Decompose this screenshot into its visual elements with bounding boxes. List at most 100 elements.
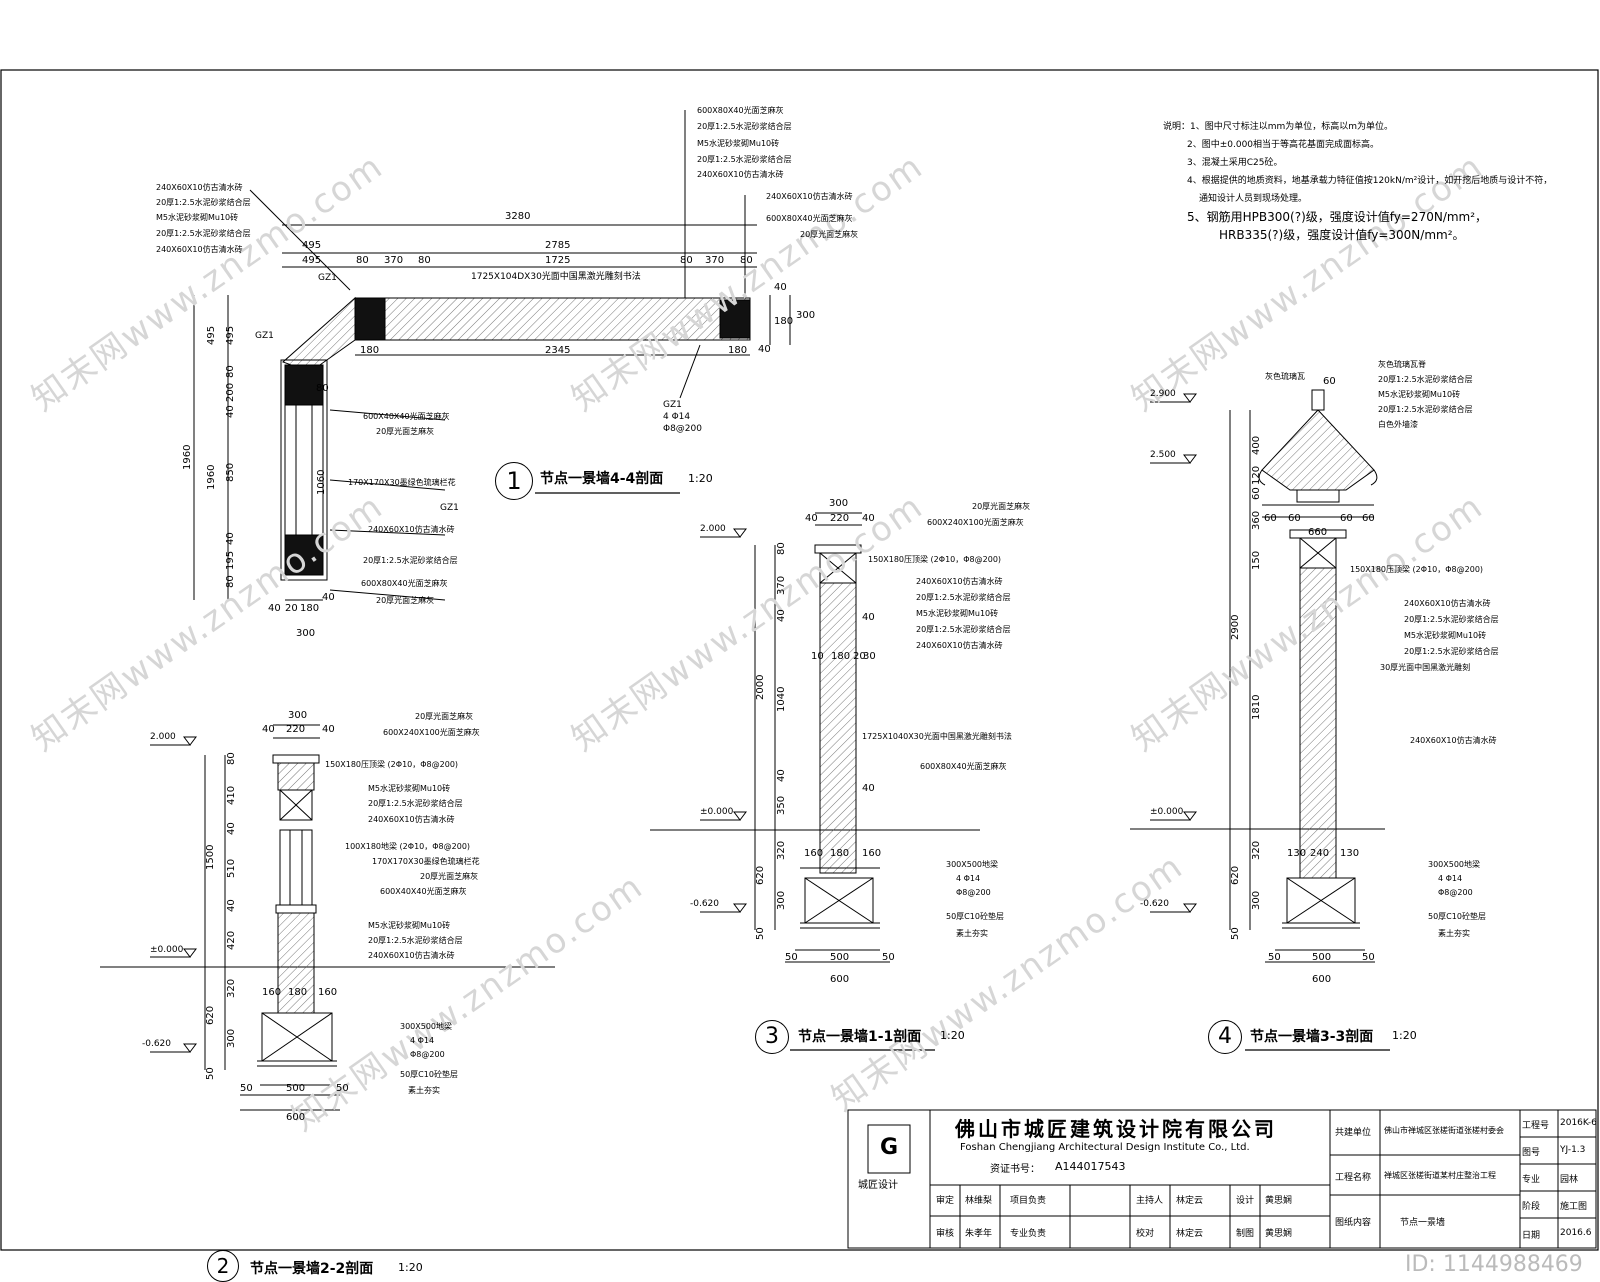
section-3-title: 节点一景墙1-1剖面	[798, 1029, 922, 1045]
section-4-elevation	[1130, 389, 1385, 963]
dim: 1040	[776, 686, 787, 712]
callout: M5水泥砂浆砌Mu10砖	[916, 609, 999, 618]
dim: 360	[1251, 510, 1262, 530]
dim: 600	[1312, 974, 1332, 985]
callout: 600X80X40光面芝麻灰	[361, 579, 448, 588]
dim: 20	[853, 651, 866, 662]
dim: 50	[785, 952, 798, 963]
dim: 620	[755, 865, 766, 885]
callout: 30厚光面中国黑激光雕刻	[1380, 663, 1471, 672]
dim: 40	[262, 724, 275, 735]
dim: 620	[205, 1005, 216, 1025]
section-2-scale: 1:20	[398, 1261, 423, 1274]
dim: 40	[225, 405, 236, 418]
callout: 素土夯实	[408, 1086, 440, 1095]
dim: 2345	[545, 345, 571, 356]
dim: 500	[286, 1083, 306, 1094]
callout: 600X80X40光面芝麻灰	[766, 214, 853, 223]
section-3-scale: 1:20	[940, 1029, 965, 1042]
dim: 60	[1288, 513, 1301, 524]
section-3-elevation	[650, 512, 980, 963]
dim: 220	[286, 724, 306, 735]
dim: 80	[316, 383, 329, 394]
meta-value: YJ-1.3	[1560, 1145, 1586, 1155]
dim: 50	[1230, 927, 1241, 940]
dim: 40	[225, 532, 236, 545]
company-logo-icon: G	[880, 1135, 899, 1160]
callout: 20厚1:2.5水泥砂浆结合层	[916, 625, 1011, 634]
level-markers	[150, 393, 1197, 1053]
dim: 80	[356, 255, 369, 266]
callout: 20厚1:2.5水泥砂浆结合层	[156, 198, 251, 207]
dim: 410	[226, 785, 237, 805]
dim: 130	[1287, 848, 1307, 859]
callout: 20厚1:2.5水泥砂浆结合层	[368, 936, 463, 945]
image-id-text: ID: 1144988469	[1405, 1252, 1583, 1277]
role-name: 黄思娴	[1265, 1229, 1293, 1239]
tb-value: 节点一景墙	[1400, 1218, 1446, 1228]
note-line: 说明：1、图中尺寸标注以mm为单位，标高以m为单位。	[1163, 122, 1394, 132]
callout: 20厚1:2.5水泥砂浆结合层	[1404, 615, 1499, 624]
callout: 100X180地梁 (2Φ10，Φ8@200)	[345, 842, 471, 851]
dim: 160	[804, 848, 824, 859]
design-notes: 说明：1、图中尺寸标注以mm为单位，标高以m为单位。 2、图中±0.000相当于…	[1163, 118, 1552, 244]
callout: 20厚1:2.5水泥砂浆结合层	[156, 229, 251, 238]
dim: 10	[811, 651, 824, 662]
callout: 20厚光面芝麻灰	[972, 502, 1031, 511]
section-3-number: 3	[755, 1020, 789, 1054]
title-block	[847, 1109, 1597, 1249]
note-line: 4、根据提供的地质资料，地基承载力特征值按120kN/m²设计，如开挖后地质与设…	[1187, 176, 1553, 186]
callout: 300X500地梁	[1428, 860, 1481, 869]
callout: 20厚1:2.5水泥砂浆结合层	[697, 122, 792, 131]
tb-value: 禅城区张槎街道某村庄整治工程	[1384, 1171, 1496, 1180]
dim: 300	[1251, 890, 1262, 910]
gz-label: GZ1	[318, 273, 337, 283]
callout: 20厚光面芝麻灰	[415, 712, 474, 721]
callout: 240X60X10仿古清水砖	[368, 815, 455, 824]
gz-note: Φ8@200	[663, 424, 702, 434]
dim: 400	[1251, 435, 1262, 455]
level: 2.900	[1150, 389, 1176, 399]
tb-key: 工程名称	[1335, 1173, 1372, 1183]
callout: 600X240X100光面芝麻灰	[383, 728, 480, 737]
dim: 50	[755, 927, 766, 940]
callout: 150X180压顶梁 (2Φ10，Φ8@200)	[868, 555, 1002, 564]
dim: 180	[728, 345, 748, 356]
note-line: 通知设计人员到现场处理。	[1199, 194, 1308, 204]
dim: 1060	[316, 469, 327, 495]
callout: M5水泥砂浆砌Mu10砖	[368, 921, 451, 930]
dim: 60	[1251, 487, 1262, 500]
callout: 240X60X10仿古清水砖	[697, 170, 784, 179]
dim: 60	[1340, 513, 1353, 524]
note-line: 3、混凝土采用C25砼。	[1187, 158, 1283, 168]
dim: 80	[226, 752, 237, 765]
gz-label: GZ1	[663, 400, 682, 410]
callout: 20厚1:2.5水泥砂浆结合层	[363, 556, 458, 565]
dim: 3280	[505, 211, 531, 222]
dim: 160	[862, 848, 882, 859]
dim: 2000	[755, 674, 766, 700]
cert-number: A144017543	[1055, 1160, 1126, 1173]
meta-key: 专业	[1522, 1175, 1541, 1185]
dim: 20	[285, 603, 298, 614]
dim: 300	[226, 1028, 237, 1048]
dim: 320	[1251, 840, 1262, 860]
tb-value: 佛山市禅城区张槎街道张槎村委会	[1384, 1126, 1504, 1135]
dim: 30	[863, 651, 876, 662]
dim: 40	[776, 769, 787, 782]
dim: 180	[830, 848, 850, 859]
dim: 320	[226, 978, 237, 998]
dim: 40	[322, 592, 335, 603]
dim: 495	[225, 325, 236, 345]
callout: M5水泥砂浆砌Mu10砖	[697, 139, 780, 148]
callout: 1725X1040X30光面中国黑激光雕刻书法	[862, 732, 1012, 741]
dim: 2900	[1230, 614, 1241, 640]
level: ±0.000	[700, 807, 734, 817]
callout: 20厚1:2.5水泥砂浆结合层	[916, 593, 1011, 602]
section-2-title: 节点一景墙2-2剖面	[250, 1261, 374, 1277]
dim: 200	[225, 382, 236, 402]
role-label: 审核	[936, 1229, 955, 1239]
dim: 40	[226, 822, 237, 835]
dim: 180	[831, 651, 851, 662]
dim: 510	[226, 858, 237, 878]
